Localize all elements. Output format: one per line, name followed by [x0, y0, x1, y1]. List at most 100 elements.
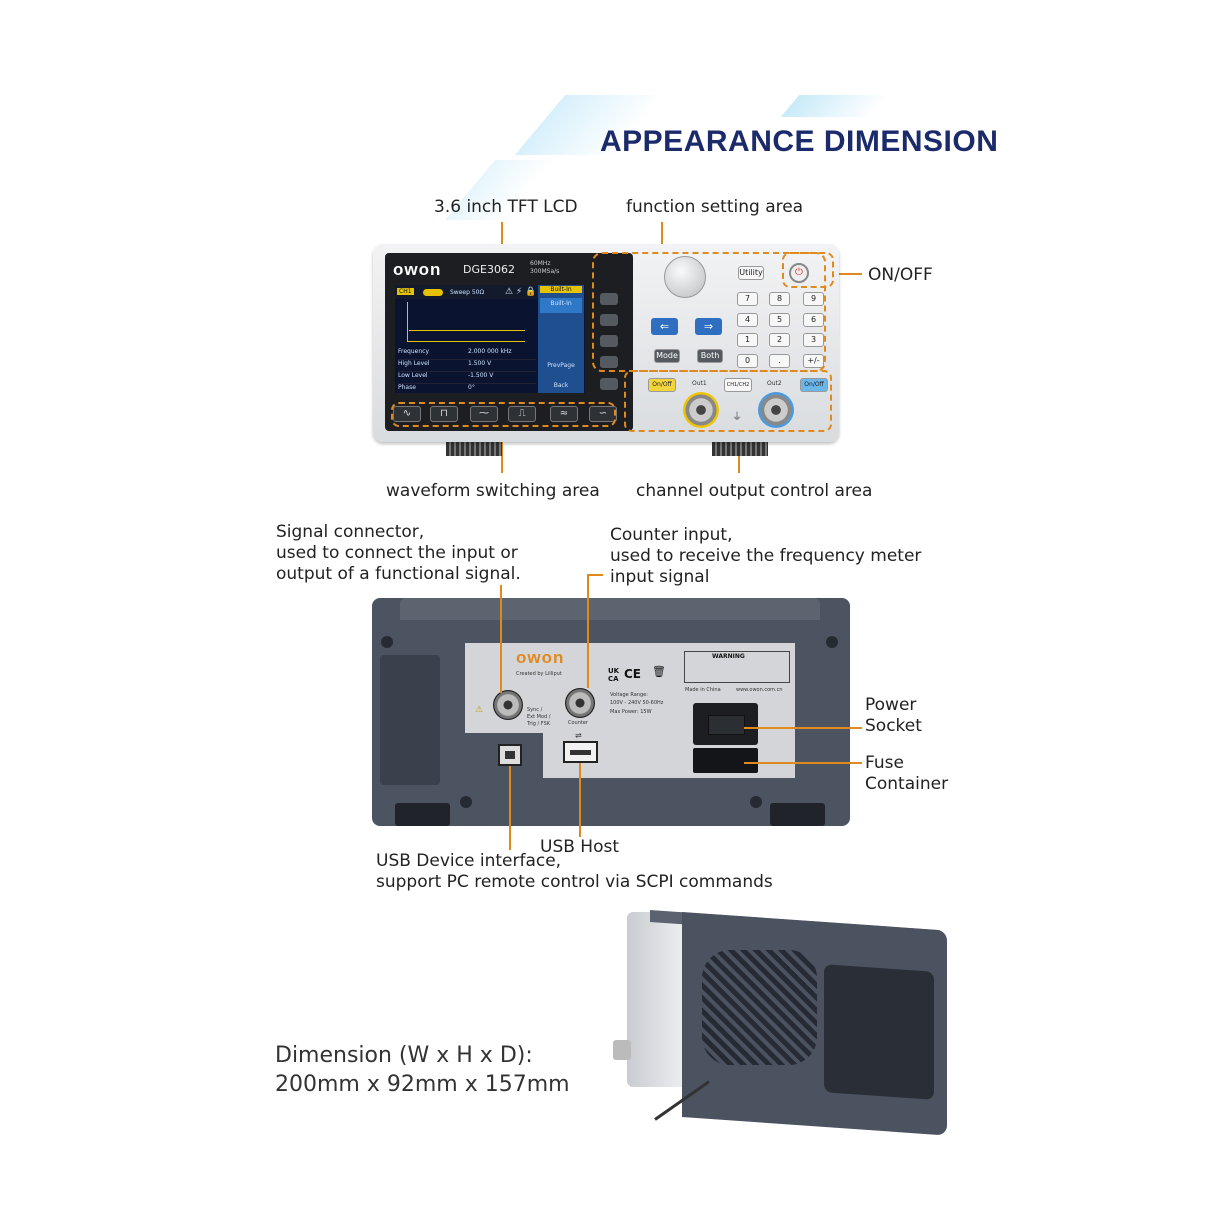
param-name: Phase: [398, 384, 416, 391]
label-waveform-area: waveform switching area: [386, 481, 600, 501]
keypad-dot[interactable]: .: [769, 354, 790, 368]
power-button[interactable]: ⏻: [789, 263, 809, 283]
square-wave-button[interactable]: ⊓: [430, 406, 458, 422]
ch1-on-off-button[interactable]: On/Off: [648, 378, 676, 392]
brand-logo: owon: [393, 260, 442, 279]
label-fuse-2: Container: [865, 774, 949, 794]
lcd-channel-badge: CH1: [397, 288, 414, 295]
label-power-socket-1: Power: [865, 695, 917, 715]
keypad-7[interactable]: 7: [737, 292, 758, 306]
param-value: -1.500 V: [468, 372, 494, 379]
screw-hole: [826, 636, 838, 648]
lcd-toggle: [423, 289, 443, 296]
side-handle-recess: [824, 964, 934, 1100]
leader-usb-device: [509, 766, 511, 850]
weee-bin-icon: 🗑: [652, 665, 666, 678]
side-front-edge: [627, 912, 684, 1087]
usb-host-port[interactable]: [563, 741, 598, 763]
left-arrow-button[interactable]: ⇐: [651, 318, 678, 335]
sync-bnc-connector[interactable]: [493, 690, 523, 720]
label-signal-connector-1: Signal connector,: [276, 522, 425, 542]
fuse-container[interactable]: [693, 748, 758, 773]
rear-made-in: Made in China: [685, 687, 721, 693]
device-foot: [446, 438, 502, 456]
rear-created-by: Created by Lilliput: [516, 671, 562, 677]
softkey-prevpage: PrevPage: [547, 362, 575, 369]
keypad-8[interactable]: 8: [769, 292, 790, 306]
label-signal-connector-3: output of a functional signal.: [276, 564, 521, 584]
param-value: 0°: [468, 384, 475, 391]
counter-bnc-connector[interactable]: [565, 688, 595, 718]
sine-wave-button[interactable]: ∿: [393, 406, 421, 422]
both-button[interactable]: Both: [697, 349, 723, 363]
param-value: 2.000 000 kHz: [468, 348, 512, 355]
rear-mark-ce: CE: [624, 667, 642, 681]
rotary-knob[interactable]: [664, 256, 706, 298]
side-soft-button[interactable]: [600, 378, 618, 390]
onoff-outline: [782, 252, 834, 288]
keypad-6[interactable]: 6: [803, 313, 824, 327]
ramp-wave-button[interactable]: ⁓: [470, 406, 498, 422]
label-signal-connector-2: used to connect the input or: [276, 543, 518, 563]
side-soft-button[interactable]: [600, 314, 618, 326]
spec-line-2: 300MSa/s: [530, 268, 560, 275]
softkey-builtin-selected: Built-In: [540, 298, 582, 313]
rear-website: www.owon.com.cn: [736, 687, 783, 693]
noise-wave-button[interactable]: ≈: [550, 406, 578, 422]
keypad-3[interactable]: 3: [803, 333, 824, 347]
keypad-1[interactable]: 1: [737, 333, 758, 347]
mode-button[interactable]: Mode: [654, 349, 680, 363]
sync-label-2: Ext Mod /: [527, 714, 551, 720]
leader-counter-input: [587, 574, 589, 688]
power-socket[interactable]: [693, 703, 758, 745]
out1-bnc-connector[interactable]: [683, 392, 719, 428]
usb-device-port[interactable]: [498, 744, 522, 766]
model-name: DGE3062: [463, 263, 515, 276]
leader-counter-input-h: [587, 574, 603, 576]
pulse-wave-button[interactable]: ⎍: [508, 406, 536, 422]
leader-signal-connector: [500, 585, 502, 693]
label-power-socket-2: Socket: [865, 716, 922, 736]
side-soft-button[interactable]: [600, 293, 618, 305]
right-arrow-button[interactable]: ⇒: [695, 318, 722, 335]
side-bnc-stub: [613, 1040, 631, 1060]
leader-usb-host: [579, 763, 581, 837]
dimension-line-1: Dimension (W x H x D):: [275, 1043, 533, 1068]
warning-triangle-icon: ⚠: [475, 705, 484, 715]
keypad-9[interactable]: 9: [803, 292, 824, 306]
sync-label-3: Trig / FSK: [527, 721, 551, 727]
leader-power-socket: [744, 727, 862, 729]
rear-voltage-value: 100V - 240V 50-60Hz: [610, 700, 664, 706]
out2-bnc-connector[interactable]: [758, 392, 794, 428]
side-soft-button[interactable]: [600, 356, 618, 368]
page-title: APPEARANCE DIMENSION: [600, 125, 999, 158]
param-name: Low Level: [398, 372, 428, 379]
label-function-area: function setting area: [626, 197, 804, 217]
out1-label: Out1: [692, 380, 707, 387]
param-name: High Level: [398, 360, 430, 367]
ch1-ch2-button[interactable]: CH1/CH2: [724, 378, 752, 392]
rear-mark-uk: UK: [608, 667, 620, 675]
keypad-5[interactable]: 5: [769, 313, 790, 327]
keypad-4[interactable]: 4: [737, 313, 758, 327]
ch2-on-off-button[interactable]: On/Off: [800, 378, 828, 392]
rear-brand-logo: owon: [516, 648, 565, 667]
arb-wave-button[interactable]: ∽: [589, 406, 617, 422]
rear-foot: [770, 803, 825, 826]
label-counter-3: input signal: [610, 567, 710, 587]
label-channel-area: channel output control area: [636, 481, 873, 501]
warning-title: WARNING: [712, 653, 745, 660]
lcd-mode: Sweep 50Ω: [450, 289, 485, 296]
utility-button[interactable]: Utility: [738, 266, 764, 280]
keypad-2[interactable]: 2: [769, 333, 790, 347]
ground-icon: ⏚: [732, 412, 742, 423]
sync-label-1: Sync /: [527, 707, 543, 713]
side-soft-button[interactable]: [600, 335, 618, 347]
lcd-waveform-trace: [409, 330, 525, 331]
label-usb-device-2: support PC remote control via SCPI comma…: [376, 872, 773, 892]
param-value: 1.500 V: [468, 360, 492, 367]
label-usb-device-1: USB Device interface,: [376, 851, 562, 871]
leader-waveform: [501, 427, 503, 473]
rear-handle-slot: [380, 655, 440, 785]
keypad-0[interactable]: 0: [737, 354, 758, 368]
